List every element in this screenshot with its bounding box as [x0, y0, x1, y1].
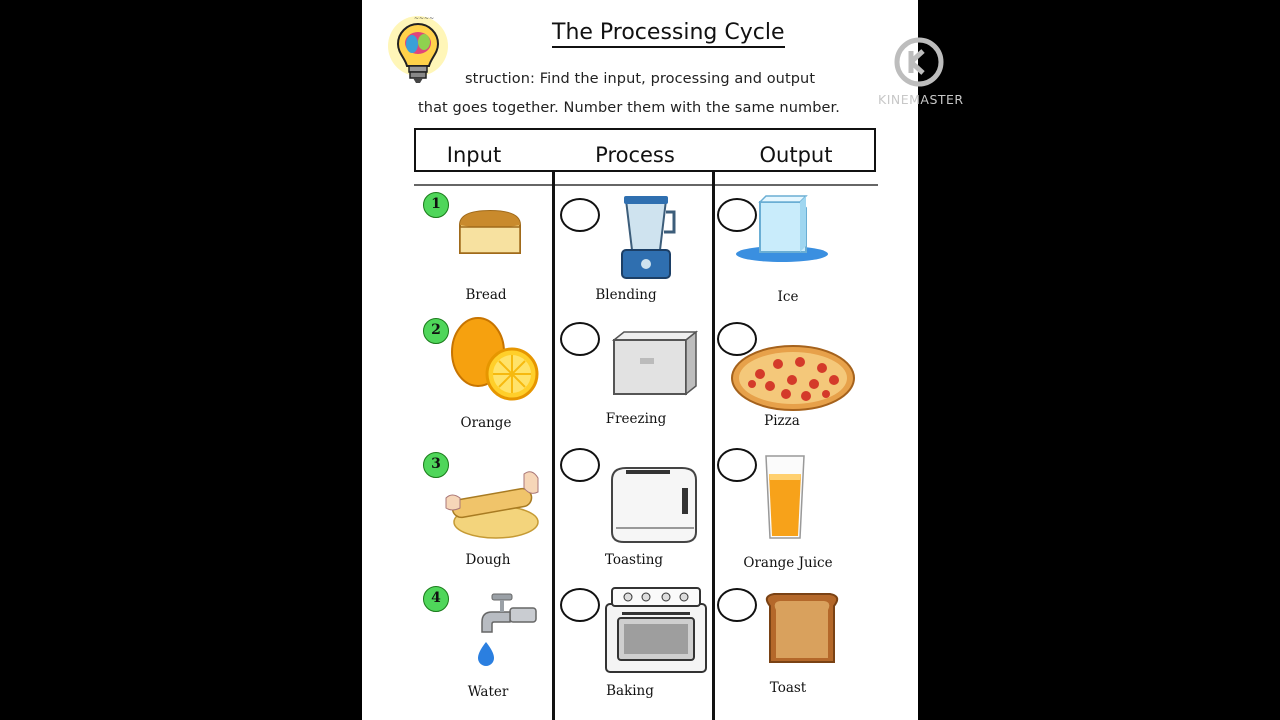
- column-header-box: [414, 128, 876, 172]
- process-answer-circle[interactable]: [560, 448, 600, 482]
- freezer-icon: [611, 330, 699, 396]
- watermark-text: KINEMASTER: [878, 92, 964, 107]
- output-answer-circle[interactable]: [717, 588, 757, 622]
- toaster-icon: [611, 467, 697, 543]
- input-label: Orange: [460, 415, 512, 431]
- output-answer-circle[interactable]: [717, 448, 757, 482]
- page-title: The Processing Cycle: [552, 20, 852, 48]
- output-answer-circle[interactable]: [717, 198, 757, 232]
- process-label: Freezing: [605, 411, 667, 427]
- output-answer-circle[interactable]: [717, 322, 757, 356]
- column-divider-right: [712, 172, 715, 720]
- orange-juice-icon: [765, 455, 805, 539]
- column-header-output: Output: [759, 143, 833, 167]
- column-divider-left: [552, 172, 555, 720]
- column-header-process: Process: [595, 143, 675, 167]
- instruction-line-2: that goes together. Number them with the…: [418, 100, 840, 116]
- oven-icon: [605, 587, 707, 673]
- input-label: Bread: [465, 287, 507, 303]
- instruction-line-1: struction: Find the input, processing an…: [465, 71, 816, 87]
- svg-text:~~~~: ~~~~: [414, 15, 434, 22]
- pizza-icon: [731, 345, 855, 411]
- process-answer-circle[interactable]: [560, 198, 600, 232]
- process-label: Toasting: [604, 552, 664, 568]
- row-number-badge: 1: [423, 192, 449, 218]
- output-label: Ice: [777, 289, 799, 305]
- row-number-badge: 4: [423, 586, 449, 612]
- header-underline: [414, 184, 878, 186]
- process-answer-circle[interactable]: [560, 588, 600, 622]
- bread-icon: [459, 209, 521, 254]
- orange-icon: [451, 317, 539, 401]
- water-faucet-icon: [478, 593, 537, 666]
- row-number-badge: 3: [423, 452, 449, 478]
- brain-lightbulb-logo: ~~~~: [388, 15, 448, 83]
- column-header-input: Input: [446, 143, 502, 167]
- worksheet: ~~~~ The Processing Cycle struction: Fin…: [362, 0, 918, 720]
- output-label: Pizza: [764, 413, 800, 429]
- kinemaster-logo-icon: [894, 37, 944, 87]
- input-label: Water: [467, 684, 509, 700]
- output-label: Toast: [769, 680, 807, 696]
- process-label: Baking: [606, 683, 654, 699]
- process-label: Blending: [595, 287, 657, 303]
- dough-rolling-icon: [445, 471, 539, 539]
- row-number-badge: 2: [423, 318, 449, 344]
- output-label: Orange Juice: [743, 555, 833, 571]
- process-answer-circle[interactable]: [560, 322, 600, 356]
- toast-icon: [765, 593, 839, 663]
- blender-icon: [621, 196, 676, 279]
- input-label: Dough: [465, 552, 511, 568]
- ice-cube-icon: [736, 195, 828, 262]
